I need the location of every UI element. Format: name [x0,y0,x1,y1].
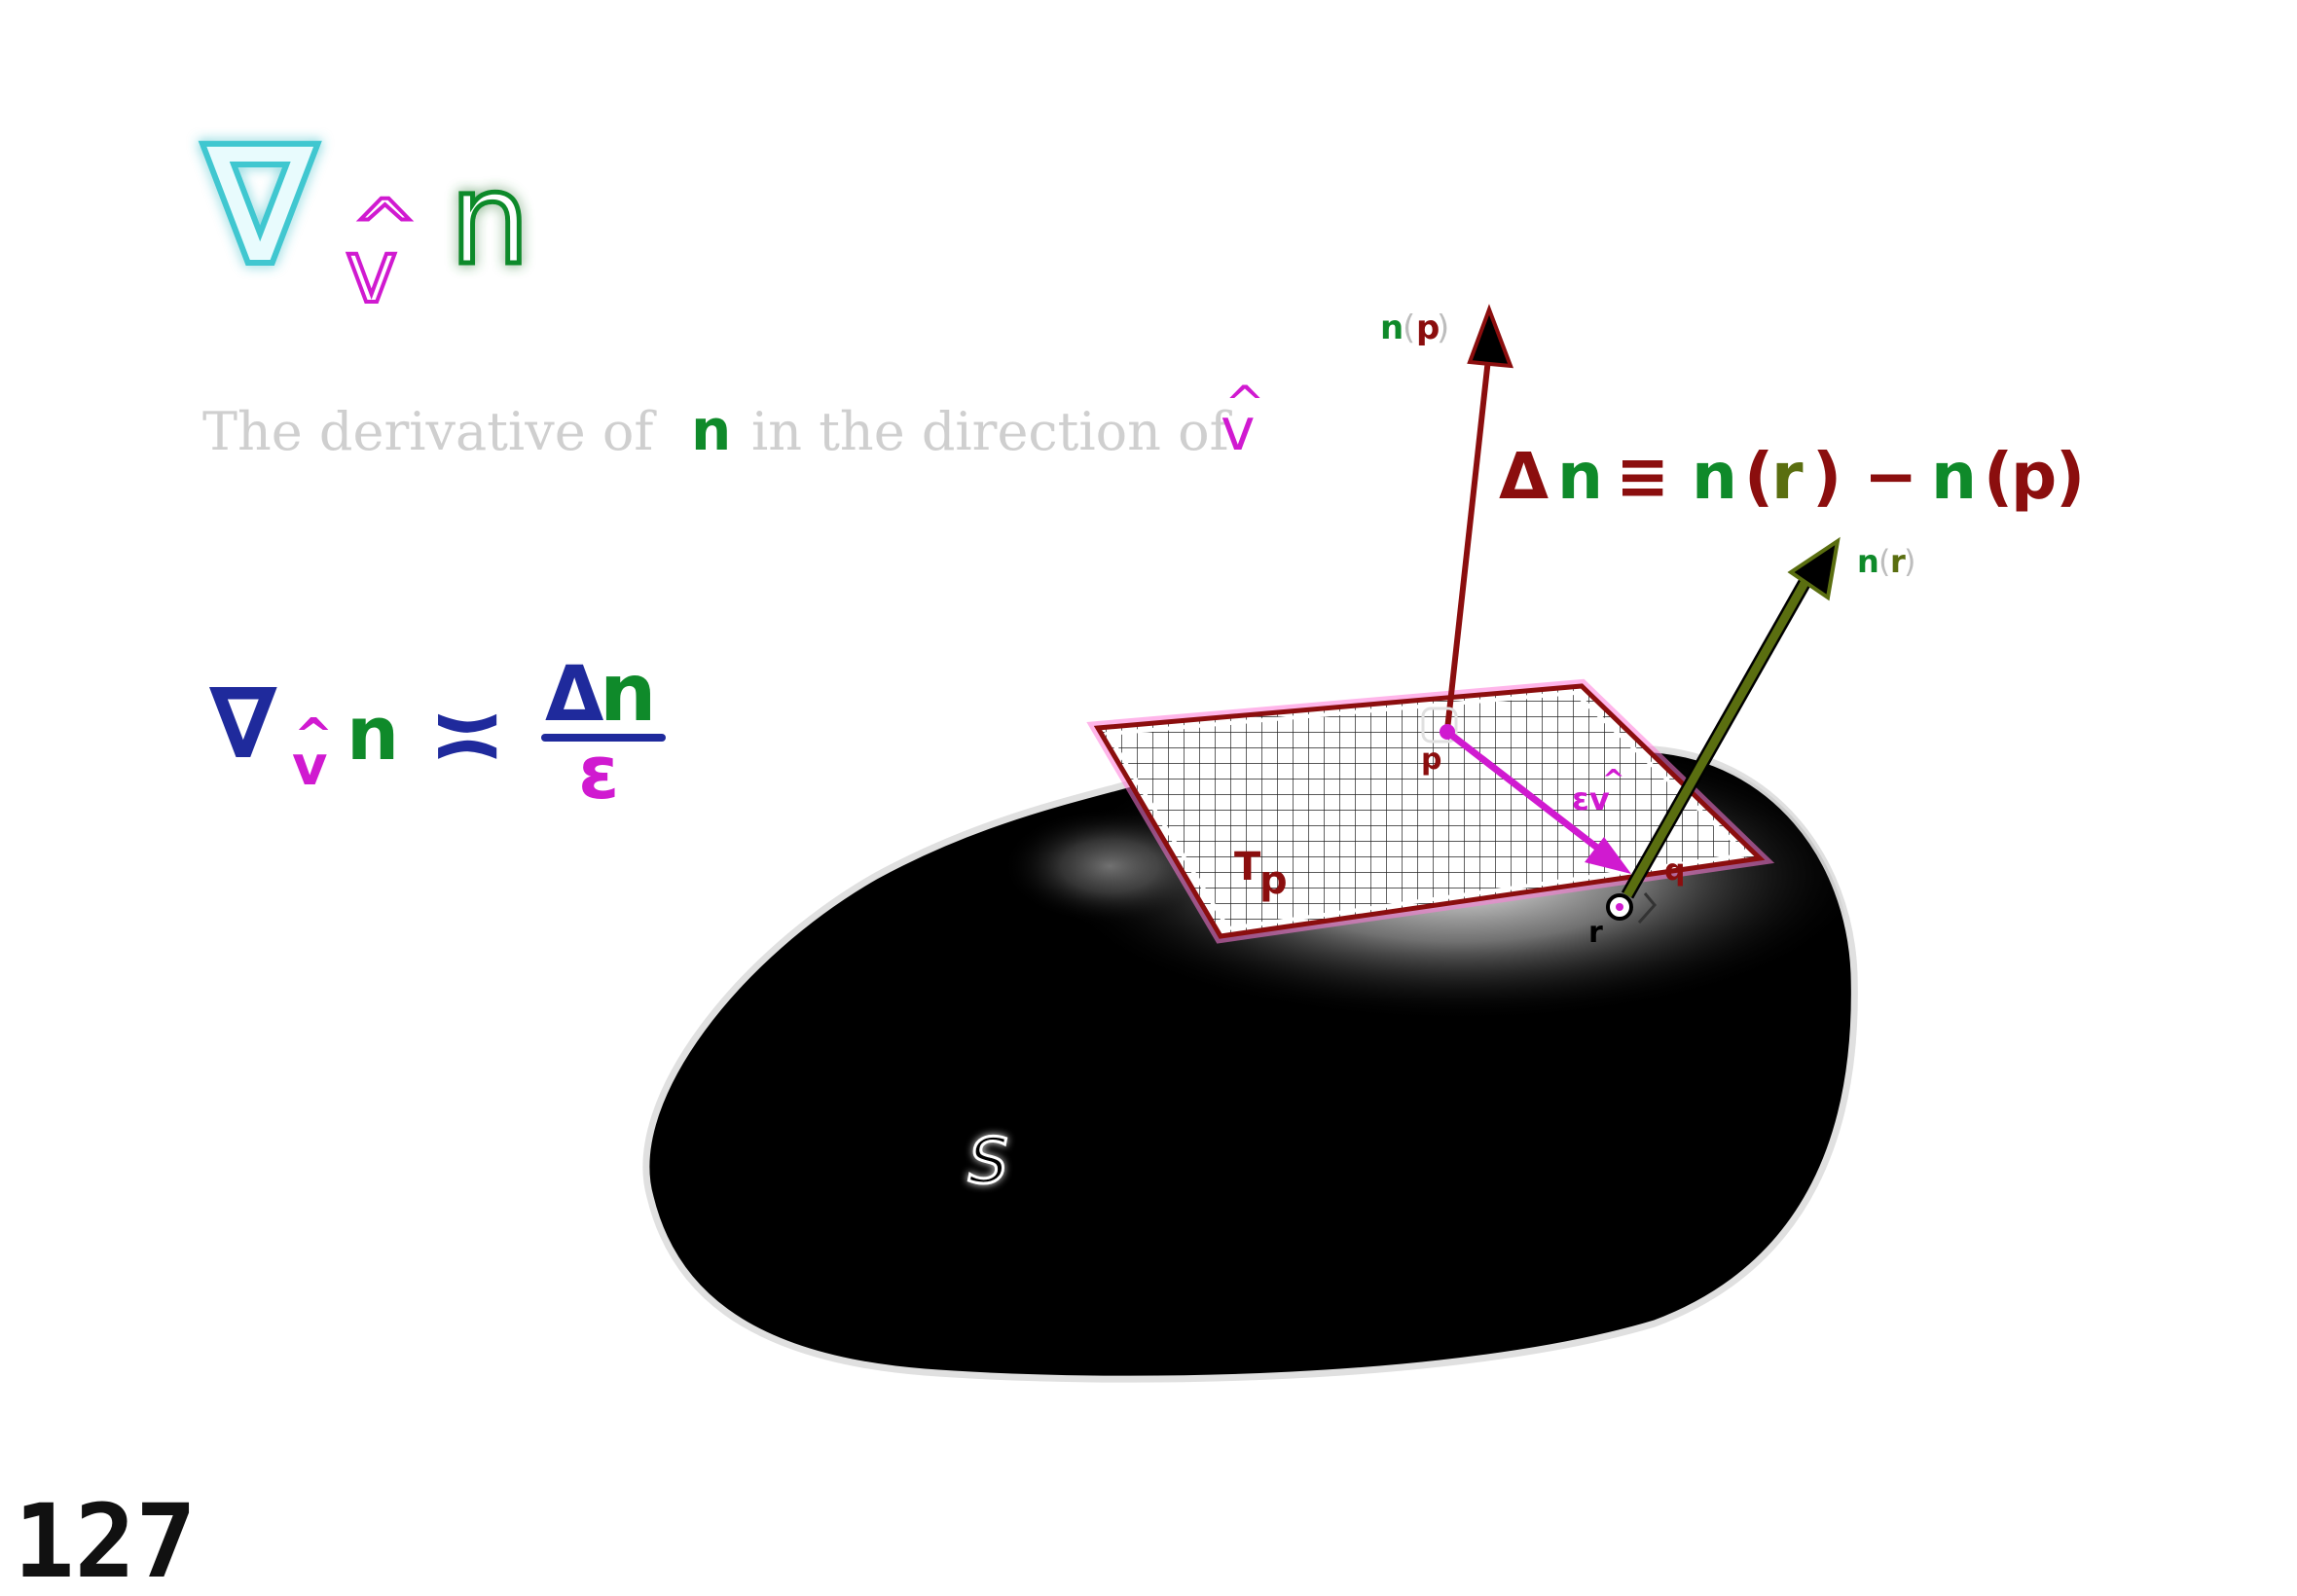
vector-nr-shaft-color [1623,573,1812,898]
approx-denominator: ε [578,729,619,816]
tangent-label-T: T [1234,845,1261,889]
tangent-label-p: p [1259,858,1288,903]
tangent-plane-inner-border [1104,690,1752,931]
point-p-marker [1421,707,1458,744]
right-angle-mark [1637,892,1657,924]
delta-definition: Δ n ≡ n ( r ) − n ( p ) [1499,439,2085,514]
delta-def-close3: ) [2056,439,2085,514]
description-v-hat: ^ [1224,376,1265,432]
approx-relation: ≍ [428,682,506,791]
delta-def-n1: n [1557,439,1603,514]
description-v: v [1221,396,1256,464]
eps-v-head [1585,837,1631,874]
surface-label: S [968,1126,1008,1198]
title-n: n [450,145,529,293]
delta-def-minus: − [1864,439,1917,514]
tangent-plane-grid [1093,683,1766,939]
vector-np-label-n: n [1380,308,1404,347]
tangent-plane: T p [1086,678,1775,944]
title-sub-v: v [346,221,397,323]
description-n: n [691,397,731,463]
page-number: 127 [14,1482,197,1596]
point-r-dot [1616,903,1623,911]
delta-def-delta: Δ [1499,439,1549,514]
approx-sub-v: v [292,735,328,798]
point-r-label: r [1588,916,1603,950]
eps-v-label: εv [1572,780,1610,817]
vector-nr-label-n: n [1857,543,1879,580]
vector-np-head [1467,304,1514,369]
description-prefix: The derivative of [202,401,657,462]
vector-nr-label-close: ) [1904,543,1915,580]
vector-nr-label-r: r [1890,543,1906,580]
point-q-label: q [1664,853,1685,888]
vector-np-label-p: p [1416,308,1440,347]
delta-def-n3: n [1931,439,1977,514]
description-middle: in the direction of [751,401,1233,462]
eps-v-hat: ^ [1602,763,1624,795]
vector-nr-head [1787,536,1841,601]
eps-v-shaft [1444,729,1609,857]
delta-def-open3: ( [1984,439,2013,514]
approx-numerator-delta: Δ [545,651,603,739]
displacement-vector: p ^ εv q [1421,707,1685,888]
title-formula: ∇ ^ v n [200,107,532,325]
approx-numerator-n: n [600,647,656,740]
vector-np-label-close: ) [1437,308,1449,347]
approx-n: n [346,690,399,777]
vector-nr-label-open: ( [1878,543,1890,580]
approx-v-hat: ^ [294,708,333,763]
delta-def-open2: ( [1744,439,1773,514]
point-r: r [1588,892,1657,950]
delta-def-r: r [1771,439,1804,514]
vector-np: n ( p ) [1380,304,1514,731]
approx-nabla: ∇ [209,667,277,780]
title-v-hat: ^ [352,183,418,273]
delta-def-n2: n [1692,439,1737,514]
delta-def-p: p [2011,439,2057,514]
delta-def-close2: ) [1812,439,1841,514]
vector-np-shaft [1444,349,1492,731]
point-p-label: p [1421,743,1441,777]
vector-np-label-open: ( [1403,308,1415,347]
description-line: The derivative of n in the direction of … [202,376,1265,464]
vector-nr: n ( r ) [1621,536,1915,899]
title-nabla: ∇ [202,110,318,303]
delta-def-equiv: ≡ [1616,439,1669,514]
approx-formula: ∇ ^ v n ≍ Δ n ε [209,647,666,816]
